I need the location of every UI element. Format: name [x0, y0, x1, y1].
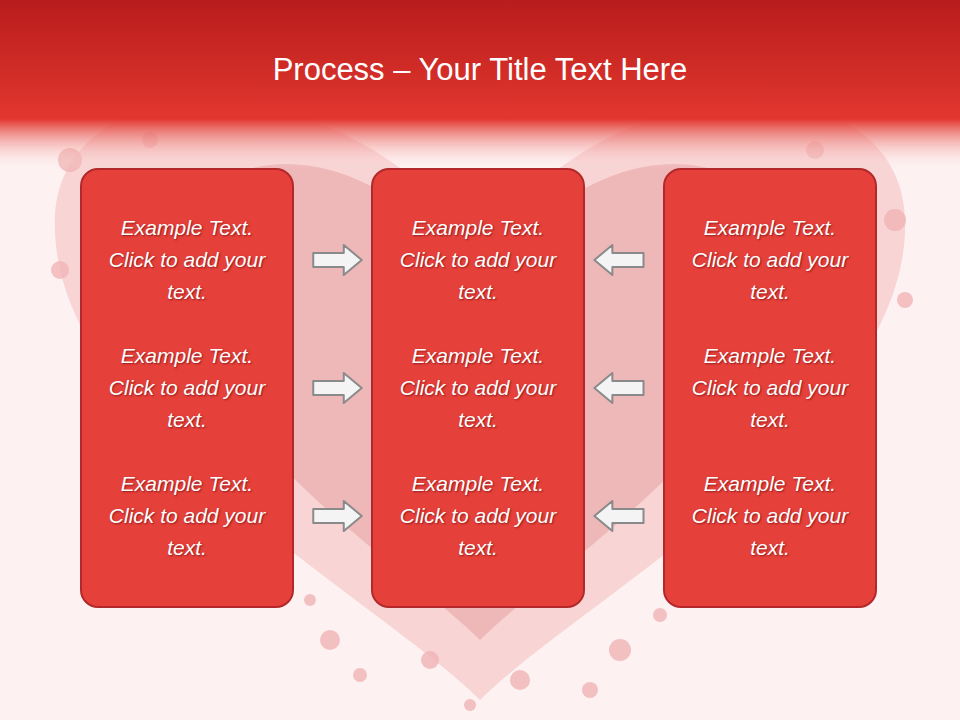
box-text: Example Text. Click to add your text.: [107, 468, 267, 564]
splatter: [51, 132, 913, 711]
block-arrow: [313, 245, 362, 275]
box-text: Example Text. Click to add your text.: [107, 340, 267, 436]
slide-title: Process – Your Title Text Here: [0, 52, 960, 88]
box-text: Example Text. Click to add your text.: [107, 212, 267, 308]
header-bar: [0, 0, 960, 170]
box-text: Example Text. Click to add your text.: [690, 340, 850, 436]
process-box: Example Text. Click to add your text. Exa…: [663, 168, 877, 608]
box-text: Example Text. Click to add your text.: [398, 468, 558, 564]
heart-illustration: [55, 100, 905, 700]
box-text: Example Text. Click to add your text.: [398, 212, 558, 308]
block-arrow: [313, 373, 362, 403]
block-arrow: [313, 501, 362, 531]
process-box: Example Text. Click to add your text. Exa…: [80, 168, 294, 608]
block-arrow: [594, 373, 643, 403]
box-text: Example Text. Click to add your text.: [690, 468, 850, 564]
box-text: Example Text. Click to add your text.: [690, 212, 850, 308]
box-text: Example Text. Click to add your text.: [398, 340, 558, 436]
block-arrow: [594, 501, 643, 531]
block-arrow: [594, 245, 643, 275]
process-box: Example Text. Click to add your text. Exa…: [371, 168, 585, 608]
